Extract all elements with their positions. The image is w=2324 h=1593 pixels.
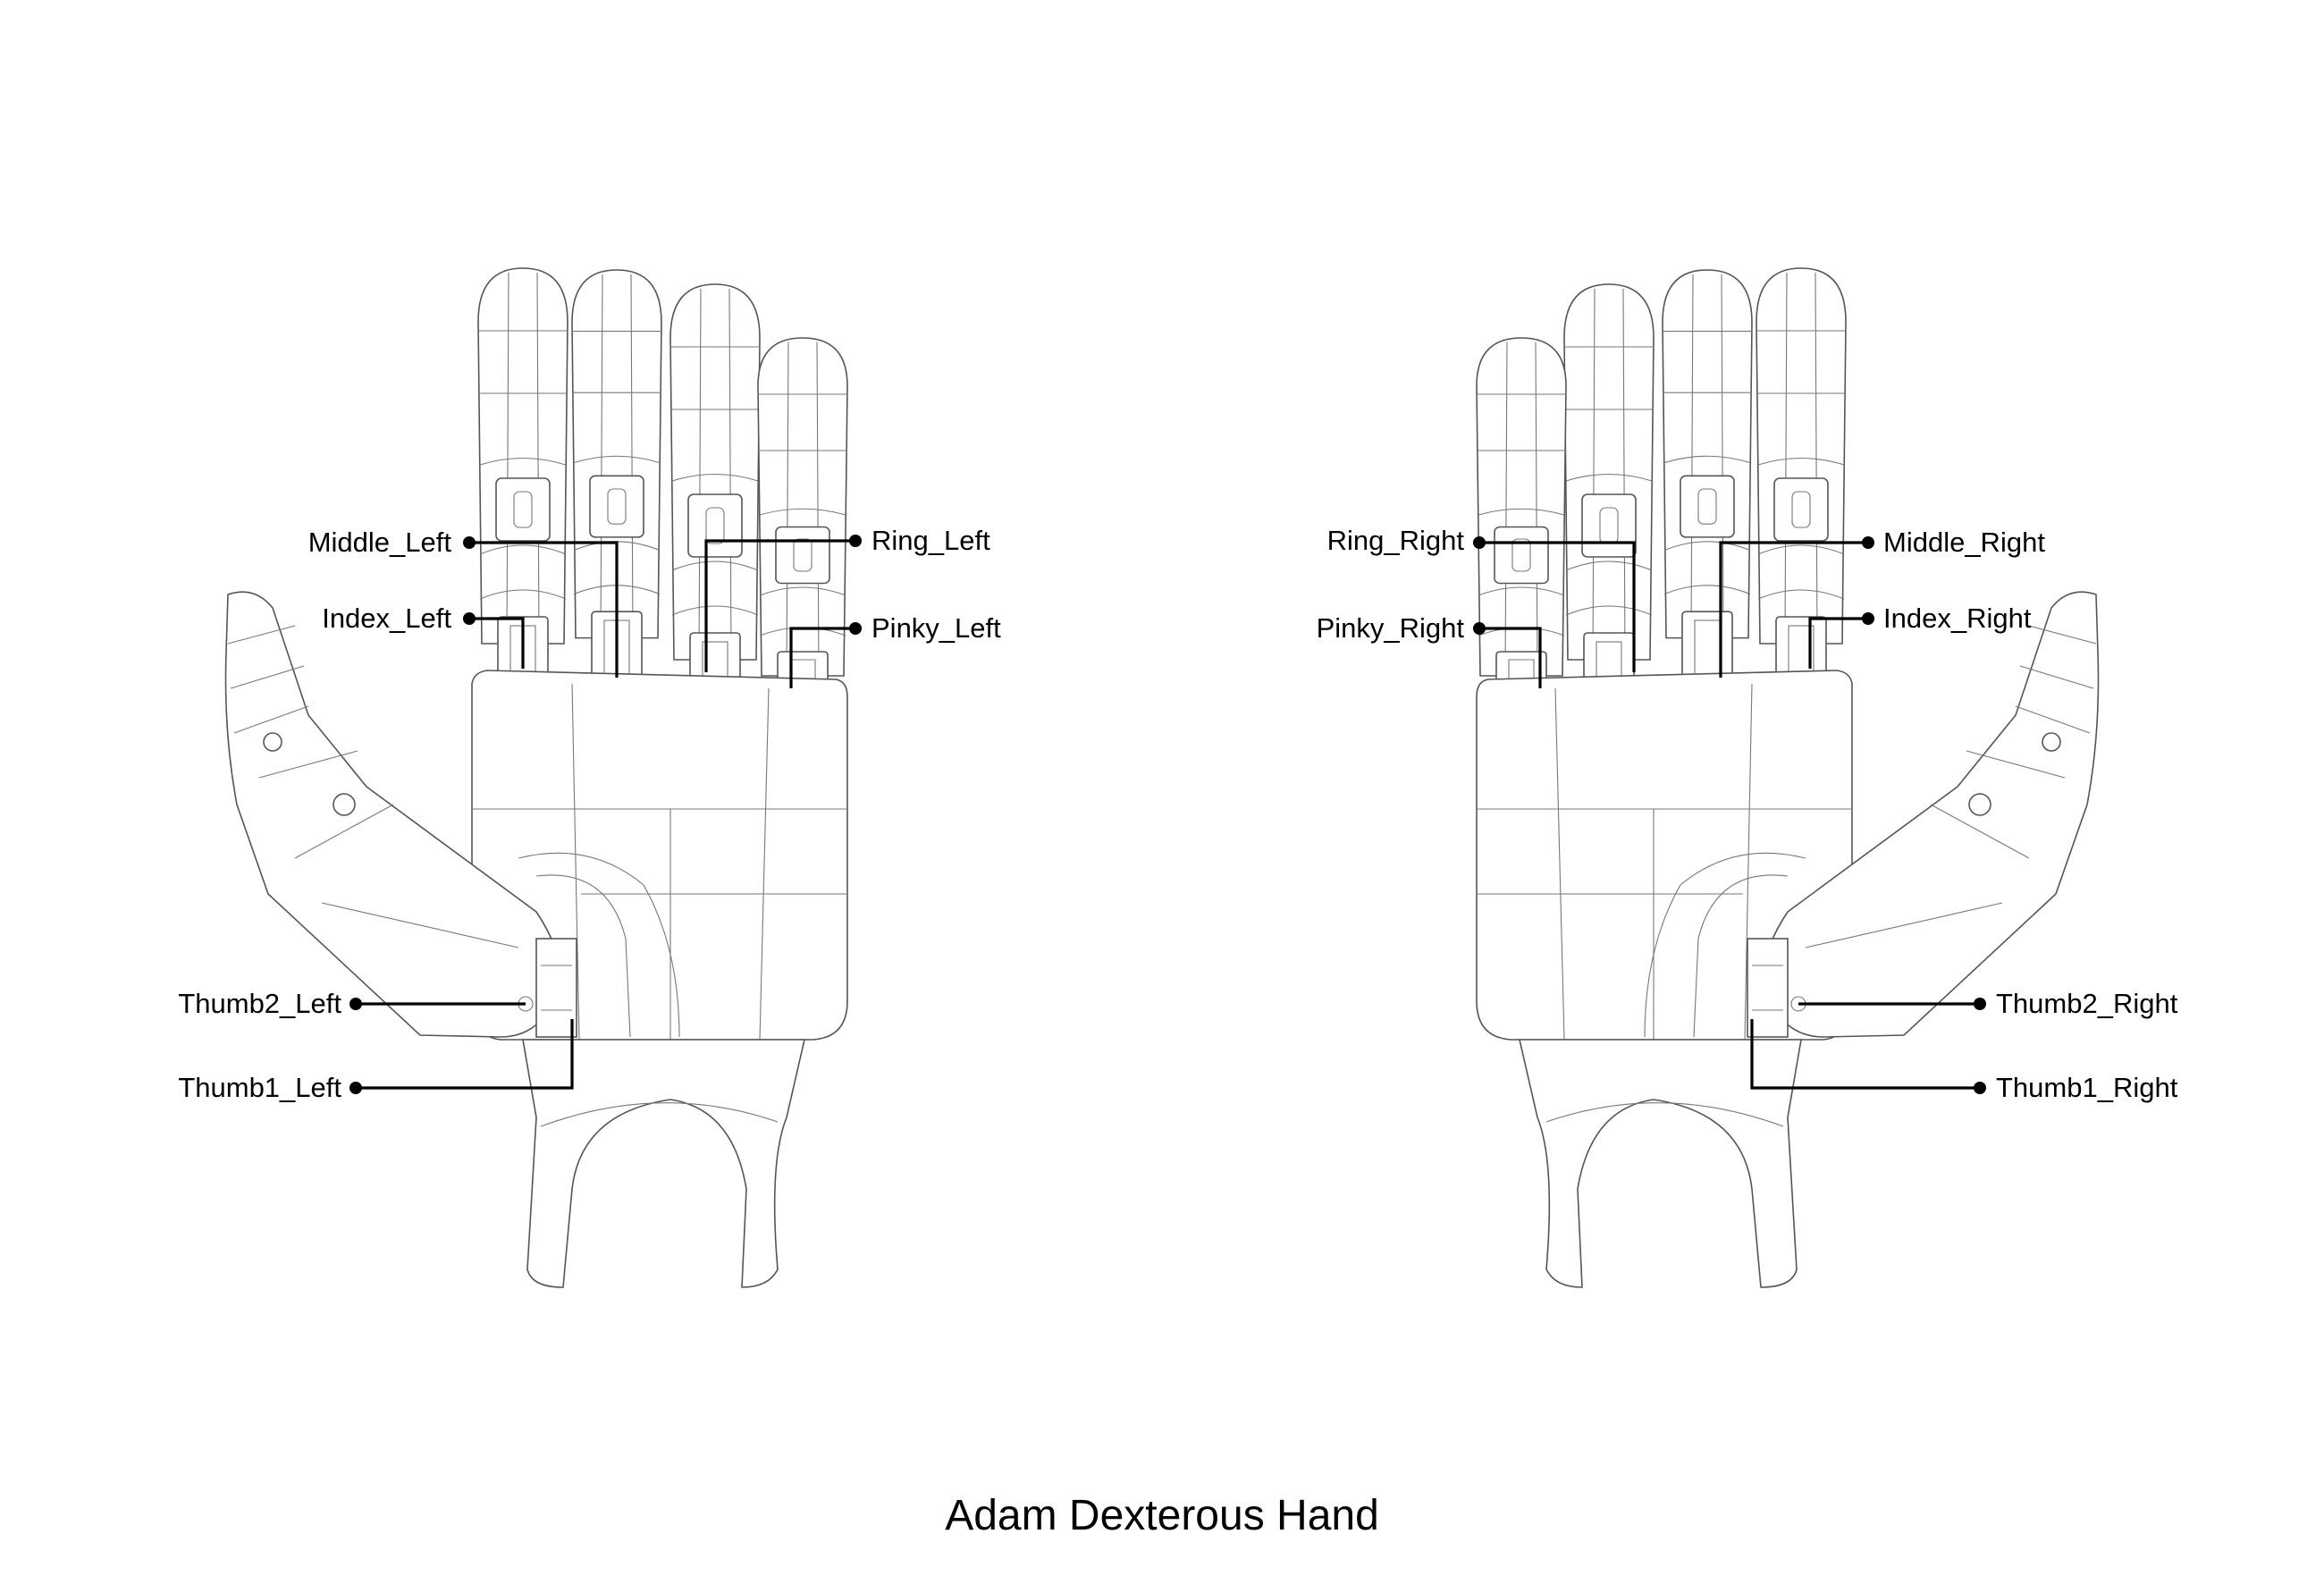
label-middle-right: Middle_Right <box>1883 527 2045 558</box>
label-thumb2-left: Thumb2_Left <box>178 988 341 1019</box>
label-pinky-left: Pinky_Left <box>872 612 1001 644</box>
left-hand-drawing <box>226 268 862 1287</box>
label-index-left: Index_Left <box>322 603 451 634</box>
label-index-right: Index_Right <box>1883 603 2032 634</box>
label-ring-right: Ring_Right <box>1326 525 1464 556</box>
label-thumb1-left: Thumb1_Left <box>178 1072 341 1103</box>
label-thumb1-right: Thumb1_Right <box>1996 1072 2178 1103</box>
label-pinky-right: Pinky_Right <box>1316 612 1464 644</box>
label-ring-left: Ring_Left <box>872 525 990 556</box>
label-thumb2-right: Thumb2_Right <box>1996 988 2178 1019</box>
right-hand-drawing <box>1473 268 2099 1287</box>
figure-title: Adam Dexterous Hand <box>945 1492 1379 1539</box>
label-middle-left: Middle_Left <box>307 527 451 558</box>
